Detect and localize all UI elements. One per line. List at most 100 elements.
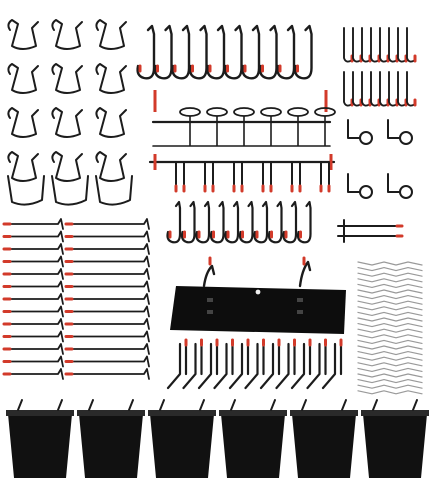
spring-clip (357, 323, 423, 328)
looped-hook (319, 161, 331, 193)
l-hook (228, 338, 250, 390)
l-hook-wire (321, 342, 343, 390)
straight-hook (64, 218, 150, 230)
bin (290, 399, 358, 478)
l-hook-wire (290, 342, 312, 390)
looped-hook (174, 161, 186, 193)
straight-hook (64, 255, 150, 268)
tool-ring-holder (347, 119, 373, 145)
double-hook (361, 71, 372, 107)
u-hook-wire (7, 19, 39, 50)
spring-clip (357, 272, 423, 277)
spring-clip (357, 334, 423, 339)
bin-hook (88, 399, 134, 411)
j-hook (276, 24, 296, 80)
straight-hook (64, 305, 150, 318)
bin-rim (219, 410, 287, 416)
shelf-slot (207, 298, 213, 302)
j-hook-wire (209, 200, 225, 244)
shelf-slot (297, 310, 303, 314)
looped-hook (232, 161, 244, 193)
bin-hook (301, 399, 347, 411)
bin-hook (230, 399, 276, 411)
fork-hook (337, 219, 404, 243)
straight-hook-wire (71, 355, 150, 368)
j-hook (136, 24, 156, 80)
shelf-hook (298, 260, 312, 288)
spring-clip (357, 278, 423, 283)
spring-clip (357, 295, 423, 300)
straight-hook-wire (71, 218, 150, 230)
bin-group (6, 399, 429, 478)
spring-clip (357, 373, 423, 378)
j-hook-wire (253, 200, 269, 244)
straight-hook (64, 318, 150, 330)
u-hook-wire (7, 63, 39, 94)
l-hook-wire (182, 342, 203, 390)
j-hook-group-top (136, 24, 313, 80)
bin-rim (148, 410, 216, 416)
tool-ring-arm (387, 173, 401, 193)
looped-hook (290, 161, 302, 193)
j-hook (267, 200, 283, 244)
u-hook (7, 151, 39, 182)
straight-hook (2, 255, 64, 268)
straight-hook-wire (9, 280, 64, 293)
ring (206, 107, 228, 117)
ring (260, 107, 282, 117)
bin (148, 399, 216, 478)
spring-clip (357, 261, 423, 266)
u-hook-wire (95, 151, 127, 182)
l-hook (244, 338, 265, 390)
straight-hook-wire (9, 218, 64, 230)
ring-holder-group (151, 90, 336, 147)
u-hook-wire (95, 19, 127, 50)
u-hook (7, 63, 39, 94)
bin (361, 399, 429, 478)
looped-hook-wire (291, 161, 301, 187)
double-hook (397, 71, 408, 107)
spring-clip (357, 390, 423, 395)
l-hook (306, 338, 327, 390)
straight-hook (2, 330, 64, 343)
shelf-hole (255, 289, 261, 295)
straight-hook (2, 243, 64, 255)
spring-clip (357, 351, 423, 356)
l-hook (197, 338, 219, 390)
spring-clip (357, 328, 423, 333)
spring-clip (357, 300, 423, 305)
bin-rim (290, 410, 358, 416)
j-hook (296, 200, 312, 244)
u-hook (51, 107, 83, 138)
u-hook (51, 175, 89, 206)
straight-hook (2, 230, 64, 243)
straight-hook (64, 230, 150, 243)
j-hook-wire (224, 200, 240, 244)
u-hook (7, 175, 45, 206)
u-hook-wire (51, 151, 83, 182)
l-hook-wire (306, 342, 327, 390)
straight-hook (2, 318, 64, 330)
u-hook-group (7, 19, 133, 206)
looped-hook-wire (320, 161, 330, 187)
bin (219, 399, 287, 478)
double-hook (352, 27, 363, 63)
straight-hook-wire (71, 343, 150, 355)
j-hook (238, 200, 254, 244)
j-hook (241, 24, 261, 80)
spring-clip (357, 306, 423, 311)
straight-hook-wire (9, 355, 64, 368)
u-hook-wire (51, 107, 83, 138)
l-hook (166, 338, 188, 390)
j-hook-wire (180, 200, 196, 244)
double-hook (352, 71, 363, 107)
j-hook (180, 200, 196, 244)
double-hook (397, 27, 408, 63)
straight-hook (2, 343, 64, 355)
straight-hook (64, 293, 150, 305)
u-hook (95, 151, 127, 182)
j-hook (166, 200, 182, 244)
bin-body (79, 414, 143, 478)
shelf (170, 256, 346, 334)
